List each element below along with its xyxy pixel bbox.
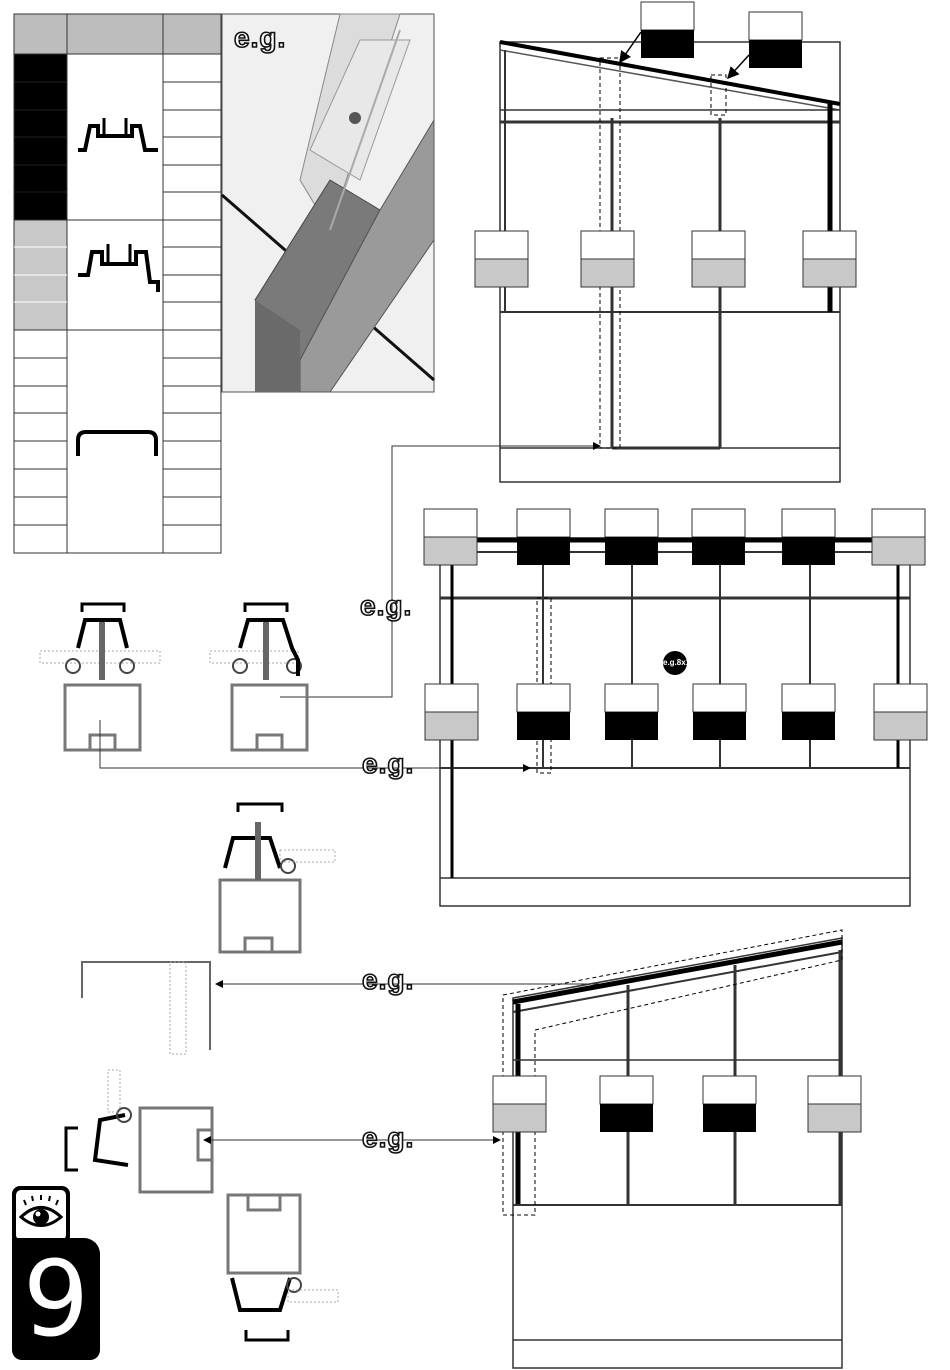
eg-label-middle-low: e.g. [362,750,414,778]
eg-label-bottom: e.g. [362,1124,414,1152]
lean-to-frame-elevation [503,930,842,1368]
label-box-bot-3 [703,1076,756,1132]
cross-section-lower-corner [66,1070,338,1340]
side-frame-elevation [500,42,840,482]
label-box-mid-low-4 [693,684,746,740]
label-box-top-2 [749,12,802,68]
eg-label-lower: e.g. [362,966,414,994]
eye-icon [16,1190,66,1240]
profile-photo-detail [222,14,434,392]
label-box-bot-1 [493,1076,546,1132]
label-box-grey-1 [475,231,528,287]
label-box-mid-low-3 [605,684,658,740]
label-box-mid-low-1 [425,684,478,740]
label-box-mid-top-3 [605,509,658,565]
label-box-grey-4 [803,231,856,287]
front-frame-elevation [440,538,910,906]
label-box-mid-top-1 [424,509,477,565]
label-box-mid-top-6 [872,509,925,565]
label-box-bot-4 [808,1076,861,1132]
label-box-grey-3 [692,231,745,287]
eye-badge-frame [12,1186,70,1244]
profile-legend-table [14,14,221,553]
cross-section-lower-upper [82,804,335,1054]
label-box-grey-2 [581,231,634,287]
eg-label-middle: e.g. [360,592,412,620]
label-box-mid-top-5 [782,509,835,565]
label-box-bot-2 [600,1076,653,1132]
eg-label-photo: e.g. [234,24,286,52]
label-box-top-1 [641,2,694,58]
cross-section-right [210,604,307,750]
label-box-mid-low-6 [874,684,927,740]
label-box-mid-top-4 [692,509,745,565]
screw-count-badge: e.g.8x10 [663,651,687,675]
step-badge: 9 [12,1186,100,1360]
step-number: 9 [12,1238,100,1360]
label-box-mid-low-5 [782,684,835,740]
label-box-mid-top-2 [517,509,570,565]
label-box-mid-low-2 [517,684,570,740]
